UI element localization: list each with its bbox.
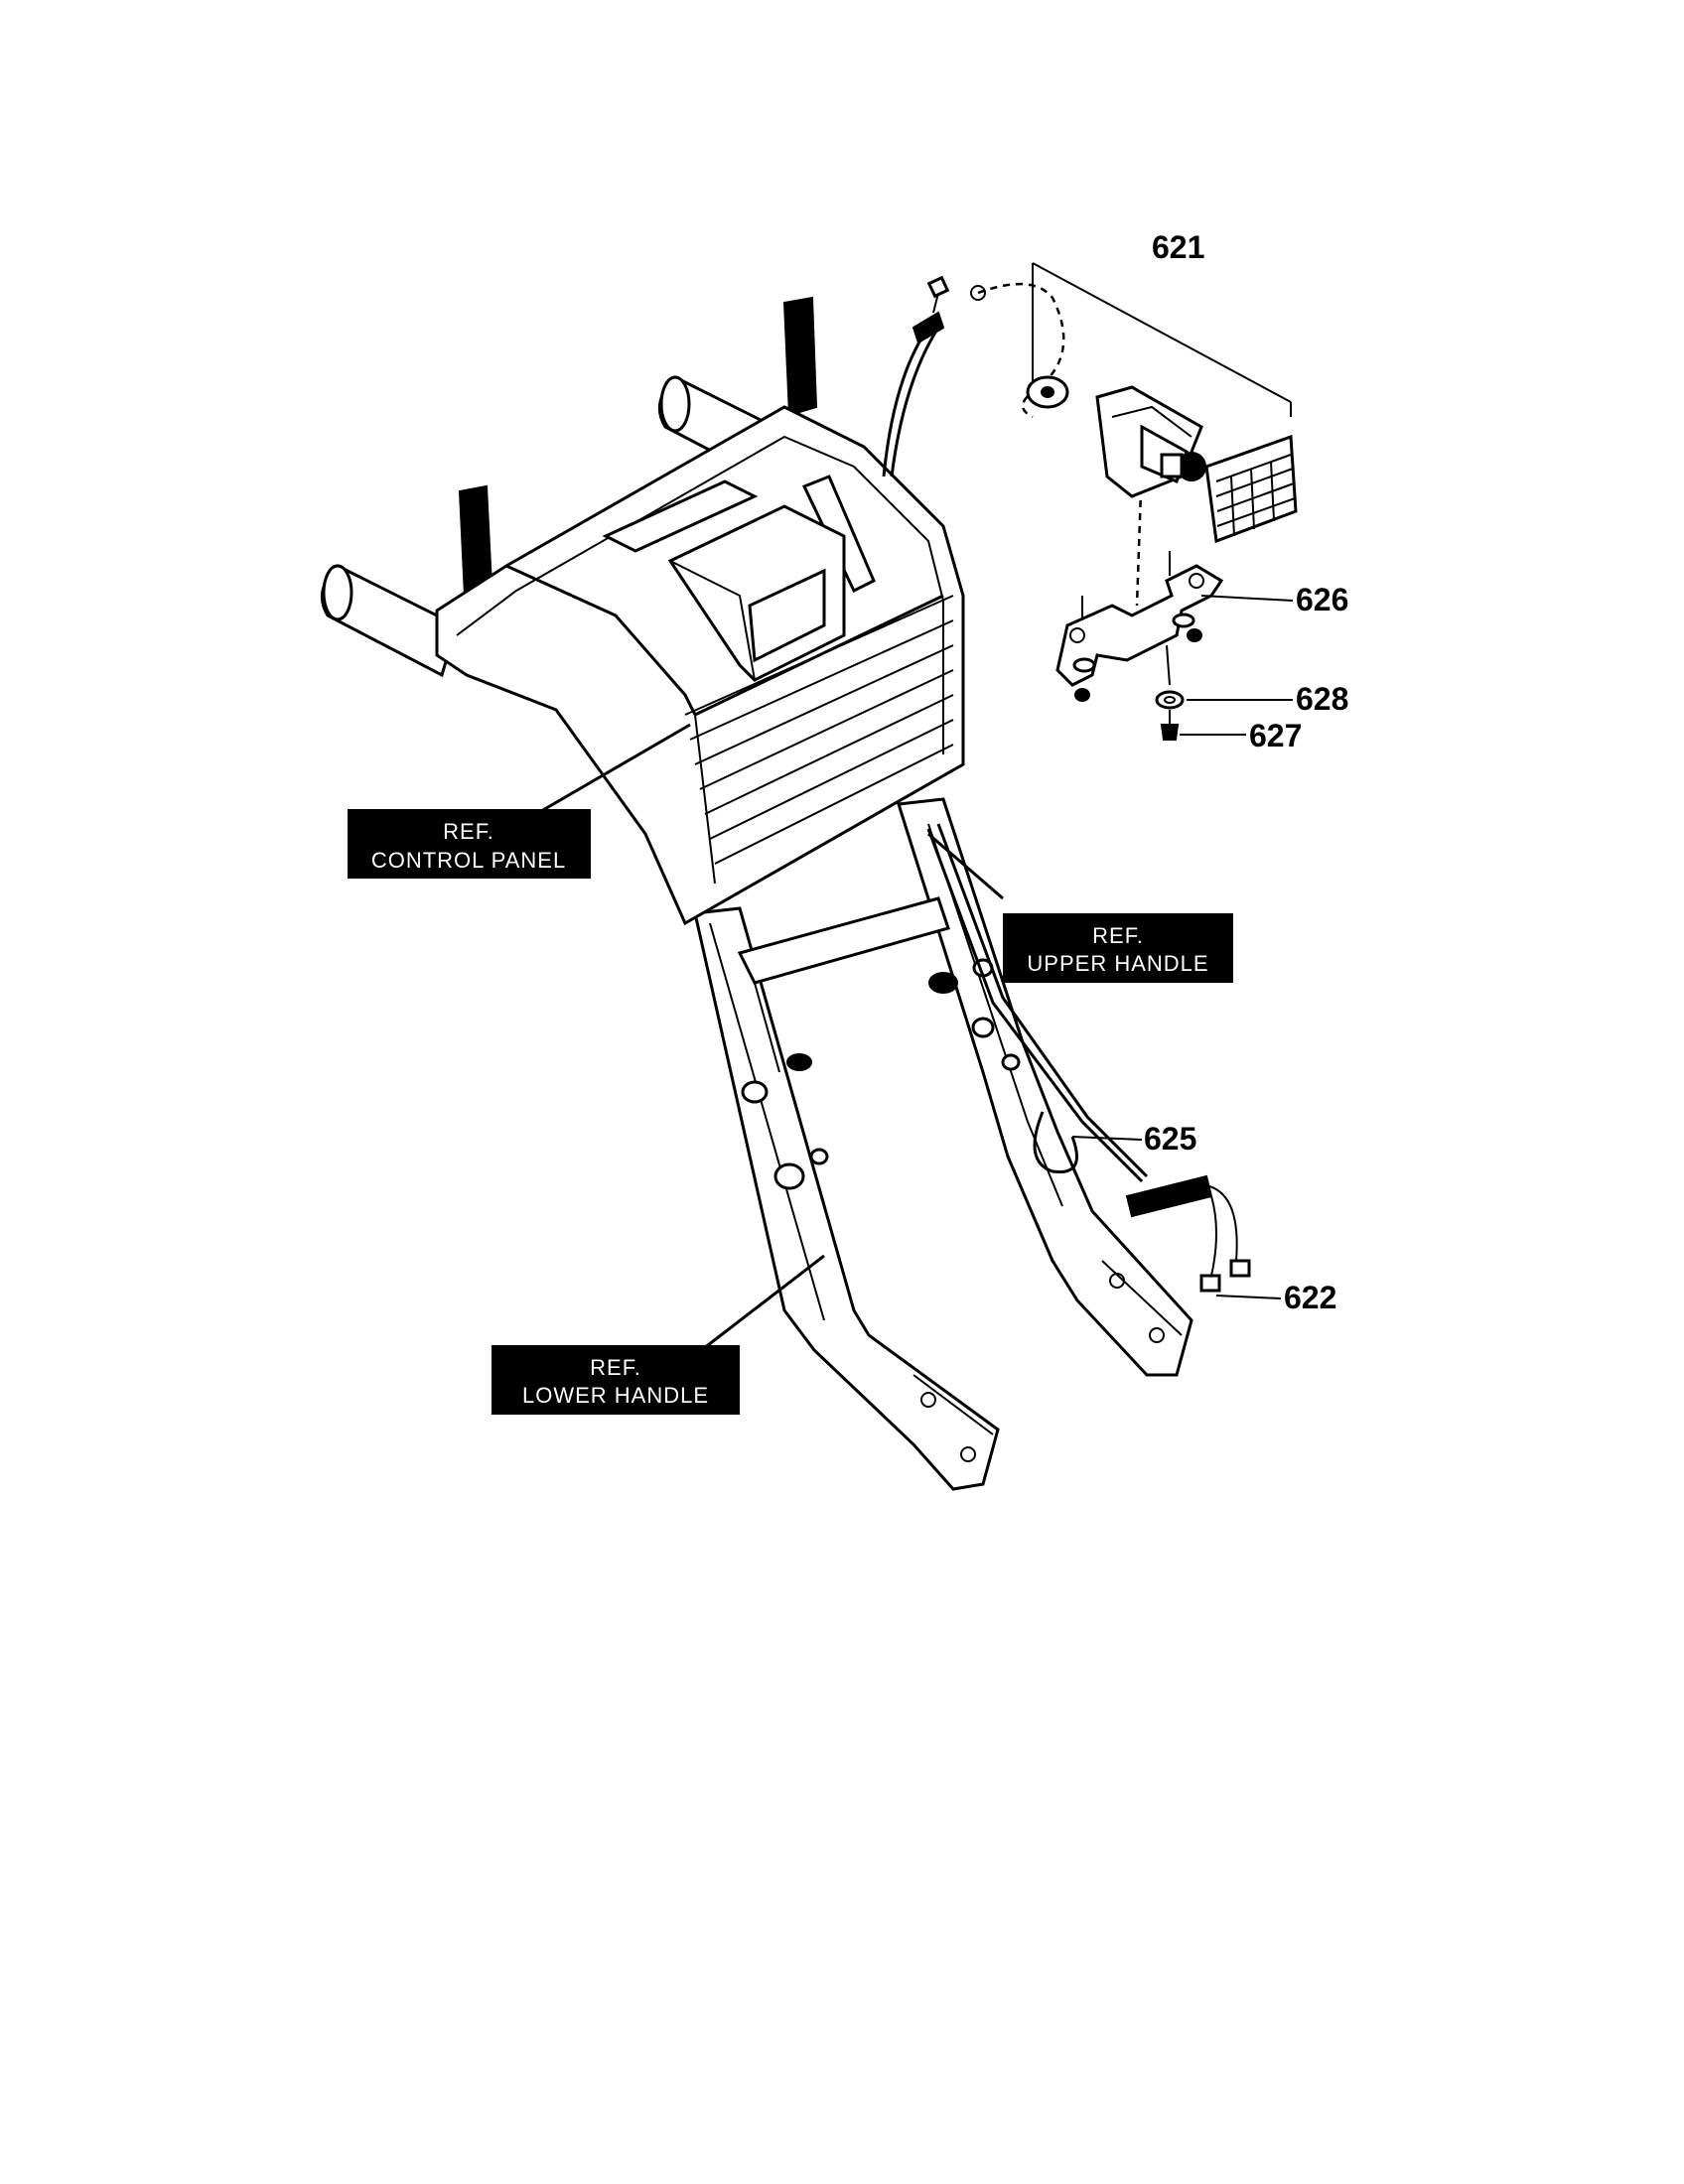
control-panel-drawing (320, 296, 965, 926)
ref-control-panel-line1: REF. (443, 819, 494, 844)
part-number-626: 626 (1296, 582, 1348, 617)
leader-lines (535, 595, 1294, 1357)
ref-upper-handle-label: REF. UPPER HANDLE (1003, 913, 1233, 983)
ref-control-panel-label: REF. CONTROL PANEL (348, 809, 591, 879)
lower-handle-drawing (693, 906, 1000, 1491)
ref-upper-handle-line2: UPPER HANDLE (1027, 951, 1208, 976)
part-number-625: 625 (1144, 1121, 1196, 1157)
part-number-621: 621 (1152, 229, 1204, 265)
part-number-622: 622 (1284, 1280, 1336, 1315)
wiring-harness-drawing (882, 275, 1251, 1293)
part-number-628: 628 (1296, 681, 1348, 717)
ref-lower-handle-line2: LOWER HANDLE (522, 1383, 709, 1408)
ref-lower-handle-label: REF. LOWER HANDLE (491, 1345, 740, 1415)
headlight-assembly-drawing (977, 262, 1298, 741)
ref-lower-handle-line1: REF. (590, 1355, 641, 1380)
ref-upper-handle-line1: REF. (1092, 923, 1144, 948)
part-number-627: 627 (1249, 718, 1302, 753)
ref-control-panel-line2: CONTROL PANEL (371, 848, 566, 873)
